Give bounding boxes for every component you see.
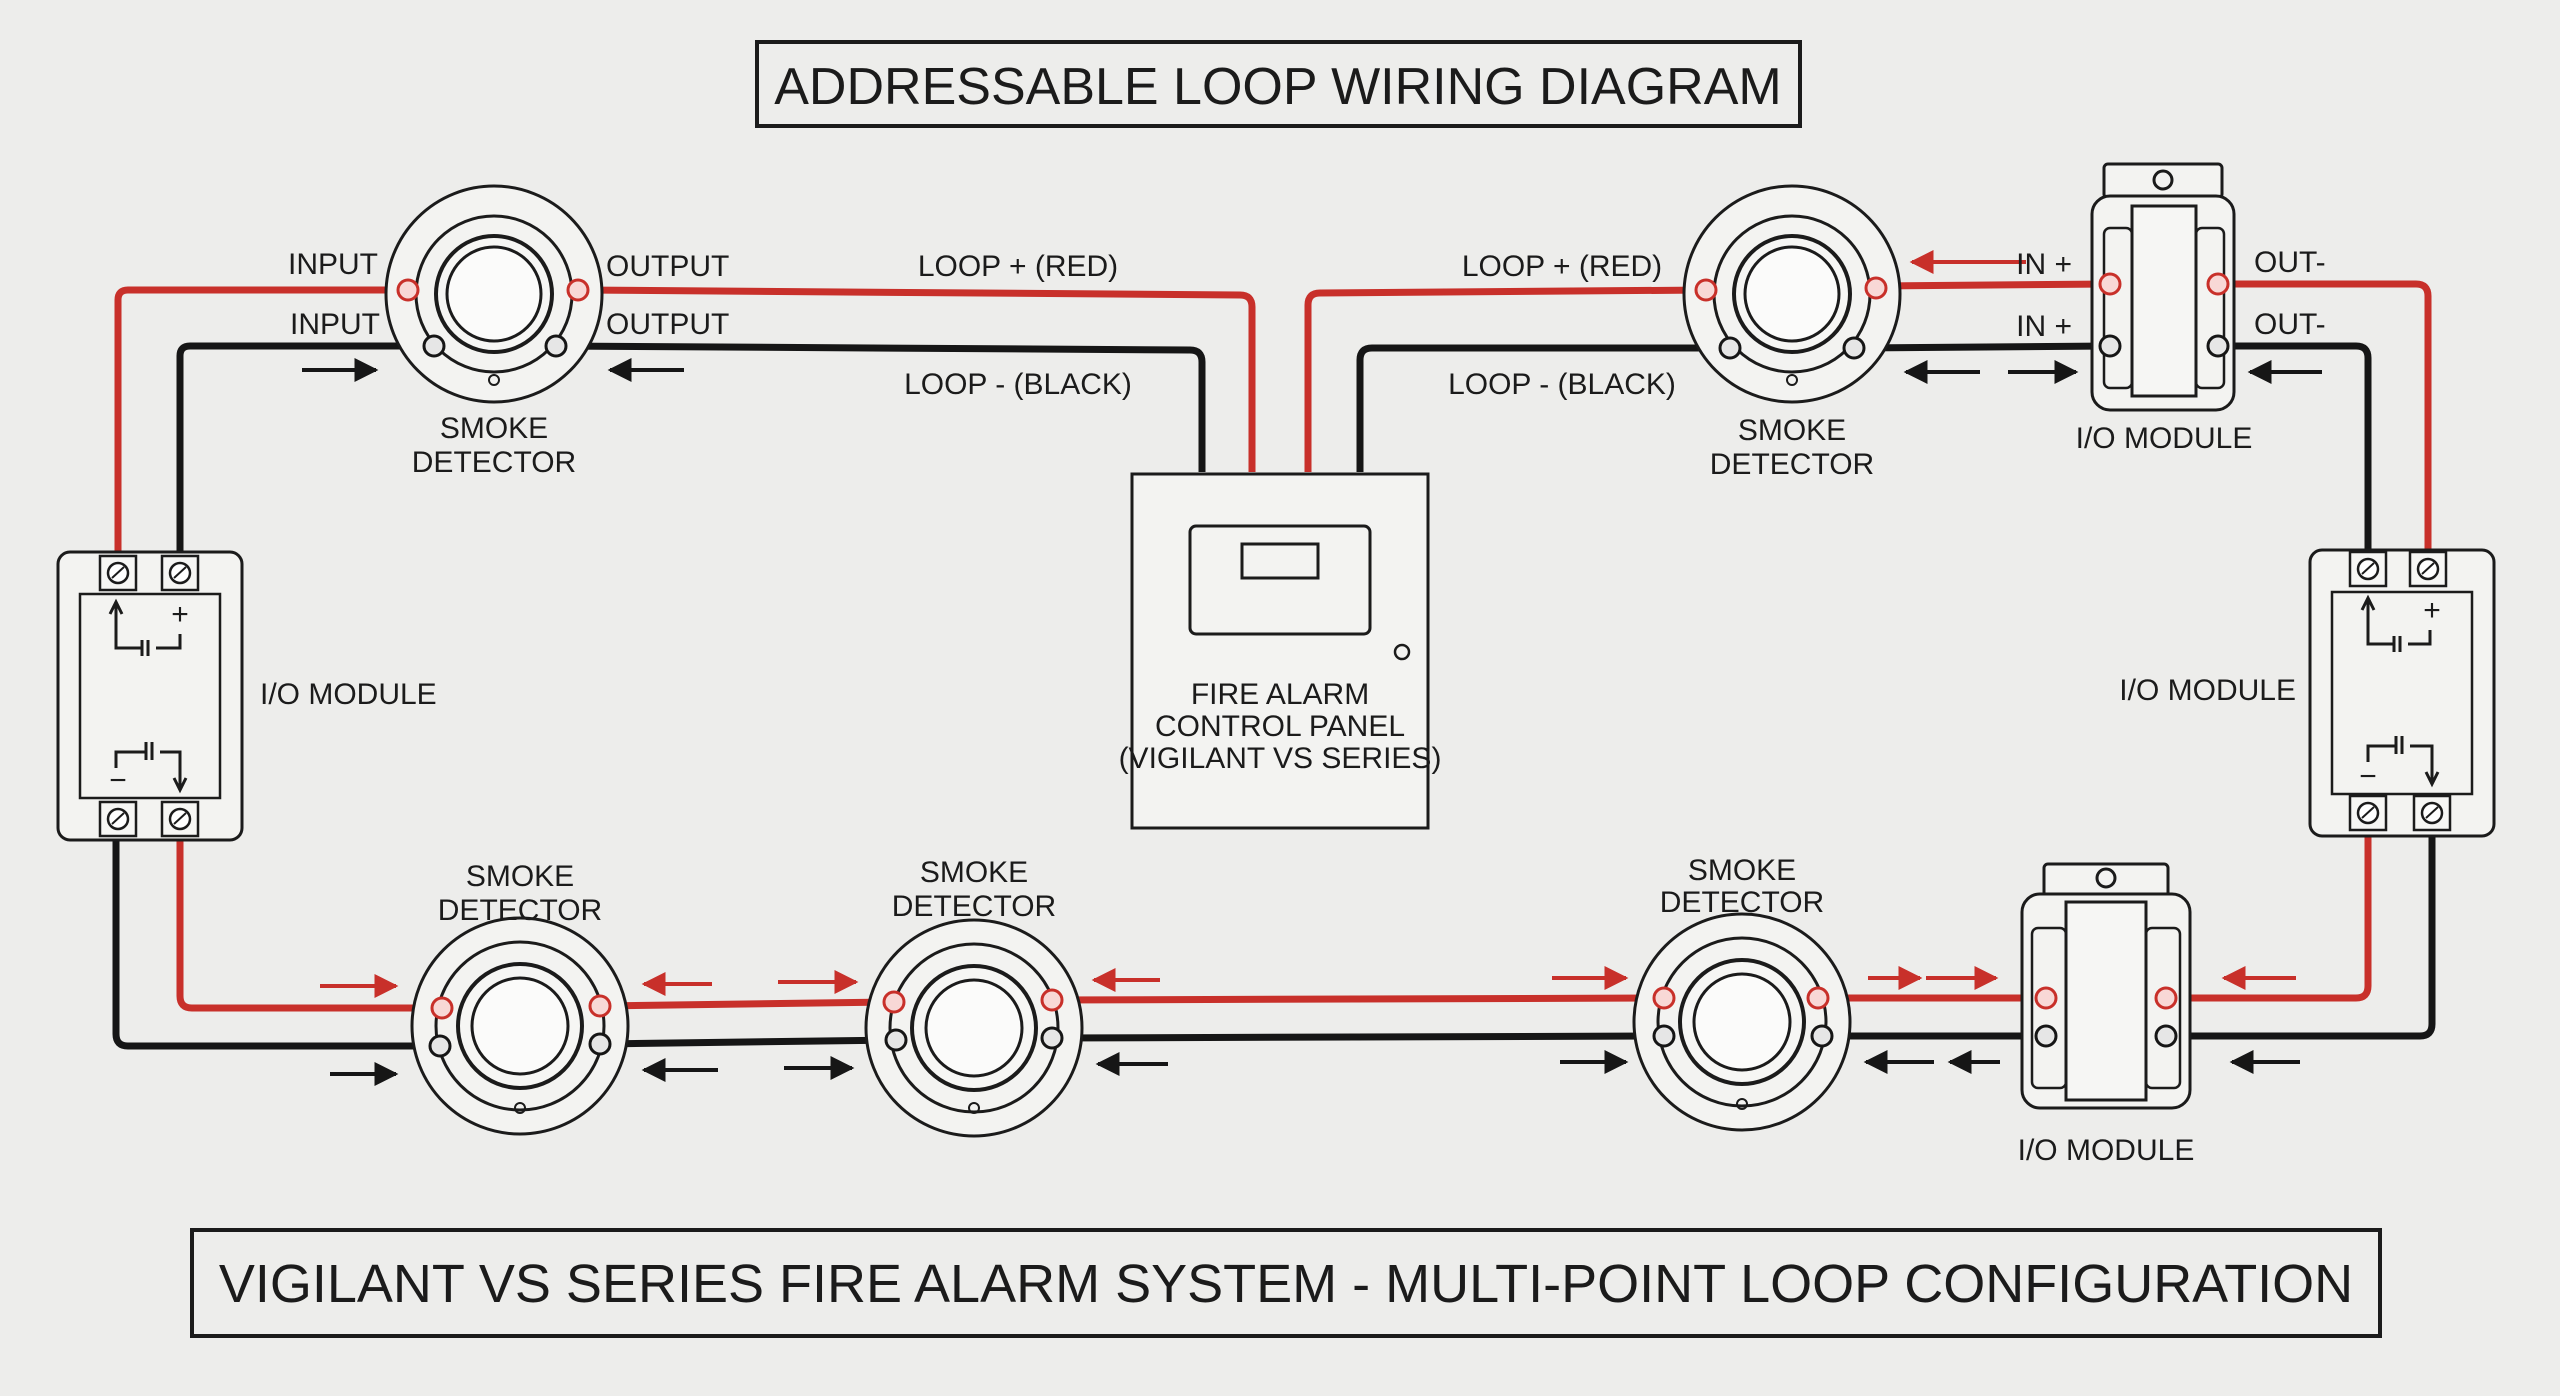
wire-red-det3-to-det2 [1049, 994, 1663, 1004]
module-label: I/O MODULE [2076, 422, 2253, 455]
output-label: OUTPUT [606, 250, 729, 283]
output-label: OUTPUT [606, 308, 729, 341]
wire-black-right-down [2166, 812, 2436, 1040]
smoke-detector-bottom-2: SMOKE DETECTOR [864, 856, 1084, 1138]
wire-red-panel-to-det [1304, 286, 1709, 472]
wire-black-module-to-right [2218, 342, 2372, 562]
wire-red-module-to-right [2218, 280, 2432, 562]
io-module-bottom: I/O MODULE [2018, 862, 2195, 1167]
wire-black-det1-to-left [112, 822, 440, 1050]
wire-black-det3-to-det2 [1049, 1032, 1663, 1042]
in-plus-label: IN + [2016, 310, 2072, 343]
loop-wires [112, 280, 2436, 1050]
plus-sign: + [171, 598, 189, 631]
title-block: ADDRESSABLE LOOP WIRING DIAGRAM [755, 40, 1802, 128]
detector-label: DETECTOR [1660, 886, 1824, 919]
smoke-detector-top-right: SMOKE DETECTOR [1682, 184, 1902, 481]
module-label: I/O MODULE [2018, 1134, 2195, 1167]
out-minus-label: OUT- [2254, 308, 2326, 341]
flow-arrows [302, 250, 2322, 1086]
subtitle-block: VIGILANT VS SERIES FIRE ALARM SYSTEM - M… [190, 1228, 2382, 1338]
detector-label: SMOKE [1738, 414, 1846, 447]
minus-sign: − [109, 764, 127, 797]
panel-display [1188, 524, 1372, 636]
contact-symbol-icon [2366, 600, 2432, 652]
wire-black-det2-to-det1 [599, 1036, 896, 1048]
loop-positive-label: LOOP + (RED) [918, 250, 1118, 283]
wire-black-det-to-panel [554, 342, 1206, 472]
in-plus-label: IN + [2016, 248, 2072, 281]
contact-symbol-icon [2366, 736, 2434, 782]
loop-negative-label: LOOP - (BLACK) [904, 368, 1132, 401]
smoke-detector-bottom-3: SMOKE DETECTOR [1632, 854, 1852, 1132]
wire-black-det-to-module [1854, 342, 2111, 352]
smoke-detector-top-left: INPUT INPUT OUTPUT OUTPUT SMOKE DETECTOR [288, 184, 729, 479]
module-label: I/O MODULE [260, 678, 437, 711]
loop-negative-label: LOOP - (BLACK) [1448, 368, 1676, 401]
wire-red-det2-to-det1 [599, 998, 894, 1010]
input-label: INPUT [290, 308, 380, 341]
minus-sign: − [2359, 760, 2377, 793]
detector-label: SMOKE [440, 412, 548, 445]
detector-label: DETECTOR [892, 890, 1056, 923]
smoke-detector-bottom-1: SMOKE DETECTOR [410, 860, 630, 1136]
io-module-top-right: IN + IN + OUT- OUT- I/O MODULE [2016, 162, 2326, 455]
panel-label: (VIGILANT VS SERIES) [1119, 742, 1442, 775]
plus-sign: + [2423, 594, 2441, 627]
detector-label: SMOKE [1688, 854, 1796, 887]
wire-red-right-down [2166, 812, 2372, 1002]
detector-label: DETECTOR [438, 894, 602, 927]
detector-label: DETECTOR [412, 446, 576, 479]
panel-label: FIRE ALARM [1191, 678, 1369, 711]
detector-label: SMOKE [920, 856, 1028, 889]
contact-symbol-icon [114, 604, 182, 656]
out-minus-label: OUT- [2254, 246, 2326, 279]
diagram-title: ADDRESSABLE LOOP WIRING DIAGRAM [774, 58, 1781, 116]
panel-screen [1240, 542, 1320, 580]
fire-alarm-control-panel: FIRE ALARM CONTROL PANEL (VIGILANT VS SE… [1119, 472, 1442, 830]
contact-symbol-icon [114, 742, 182, 788]
wire-red-top-left [114, 286, 405, 562]
wire-black-top-left [176, 342, 432, 562]
panel-indicator-icon [1393, 643, 1411, 661]
loop-positive-label: LOOP + (RED) [1462, 250, 1662, 283]
wire-red-det-to-panel [579, 286, 1256, 472]
detector-label: DETECTOR [1710, 448, 1874, 481]
wire-red-det-to-module [1876, 280, 2111, 290]
module-label: I/O MODULE [2119, 674, 2296, 707]
detector-label: SMOKE [466, 860, 574, 893]
panel-label: CONTROL PANEL [1155, 710, 1405, 743]
wire-black-panel-to-det [1356, 344, 1730, 472]
io-module-right: + − I/O MODULE [2119, 548, 2496, 838]
diagram-subtitle: VIGILANT VS SERIES FIRE ALARM SYSTEM - M… [219, 1254, 2353, 1314]
io-module-left: + − I/O MODULE [56, 550, 437, 842]
wire-red-det1-to-left [176, 822, 442, 1012]
input-label: INPUT [288, 248, 378, 281]
